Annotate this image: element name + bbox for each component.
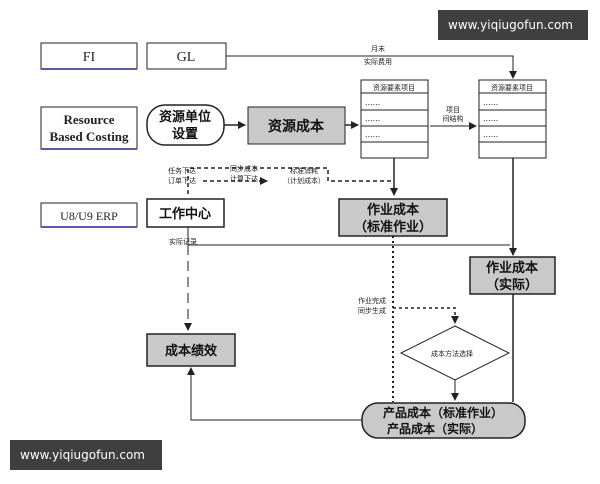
- work-center-box: 工作中心: [146, 198, 225, 228]
- std-consumption-line1: 标准消耗: [290, 166, 318, 175]
- resource-label-line2: Based Costing: [49, 129, 129, 144]
- task-issue-line1: 任务下达: [168, 166, 196, 175]
- resource-unit-line2: 设置: [172, 127, 198, 142]
- project-label-line1: 项目: [446, 106, 460, 114]
- product-cost-actual-label: 产品成本（实际）: [387, 421, 483, 436]
- activity-cost-standard-box: 作业成本 （标准作业）: [338, 198, 448, 237]
- resource-costing-box: Resource Based Costing: [40, 106, 138, 150]
- cost-performance-label: 成本绩效: [165, 343, 218, 359]
- arrow-product-to-performance: [187, 367, 362, 421]
- right-table-header: 资源要素项目: [491, 83, 533, 92]
- cost-method-diamond: 成本方法选择: [399, 325, 511, 381]
- resource-cost-box: 资源成本: [247, 106, 346, 145]
- product-cost-standard-label: 产品成本（标准作业）: [383, 405, 503, 420]
- activity-standard-line2: （标准作业）: [354, 219, 432, 235]
- fi-label: FI: [83, 50, 96, 65]
- resource-element-table-right: 资源要素项目 ...... ...... ......: [478, 79, 547, 159]
- resource-unit-box: 资源单位 设置: [146, 104, 225, 146]
- watermark-top-text: www.yiqiugofun.com: [448, 18, 573, 32]
- sync-cost-line1: 同步成本: [230, 164, 258, 173]
- work-center-label: 工作中心: [159, 206, 211, 222]
- resource-unit-line1: 资源单位: [159, 109, 211, 125]
- left-table-header: 资源要素项目: [373, 83, 415, 92]
- activity-actual-line2: （实际）: [486, 277, 538, 293]
- erp-box: U8/U9 ERP: [40, 202, 138, 228]
- dashed-connector-plan: [187, 167, 394, 194]
- erp-label: U8/U9 ERP: [60, 209, 118, 223]
- std-consumption-line2: （计划成本）: [283, 176, 325, 185]
- right-table-row: ......: [483, 98, 498, 107]
- sync-cost-line2: 计算下达: [230, 174, 258, 183]
- watermark-bottom-text: www.yiqiugofun.com: [20, 448, 145, 462]
- left-table-row: ......: [365, 114, 380, 123]
- activity-cost-actual-box: 作业成本 （实际）: [469, 256, 556, 295]
- cost-method-label: 成本方法选择: [431, 349, 473, 358]
- gl-box: GL: [146, 42, 227, 70]
- activity-done-line2: 同步生成: [358, 306, 386, 315]
- cost-performance-box: 成本绩效: [146, 333, 236, 367]
- resource-cost-label: 资源成本: [268, 118, 325, 135]
- watermark-top: www.yiqiugofun.com: [438, 10, 588, 40]
- fi-box: FI: [40, 42, 138, 70]
- right-table-row: ......: [483, 114, 498, 123]
- resource-label-line1: Resource: [63, 112, 114, 127]
- gl-label: GL: [177, 50, 196, 65]
- left-table-row: ......: [365, 98, 380, 107]
- arrow-done-to-method: [393, 307, 459, 324]
- left-table-row: ......: [365, 130, 380, 139]
- watermark-bottom: www.yiqiugofun.com: [10, 440, 162, 470]
- project-label-line2: 间结构: [443, 114, 464, 123]
- activity-done-line1: 作业完成: [358, 296, 386, 305]
- right-table-row: ......: [483, 130, 498, 139]
- arrow-gl-to-right-table: [226, 55, 517, 79]
- activity-standard-line1: 作业成本: [367, 202, 419, 218]
- activity-actual-line1: 作业成本: [486, 260, 538, 276]
- actual-record-label: 实际记录: [169, 237, 197, 246]
- task-issue-line2: 订单下达: [168, 176, 196, 185]
- product-cost-box: 产品成本（标准作业） 产品成本（实际）: [361, 402, 526, 439]
- resource-element-table-left: 资源要素项目 ...... ...... ......: [360, 79, 429, 159]
- month-end-line2: 实际费用: [364, 57, 392, 66]
- month-end-line1: 月末: [371, 44, 385, 53]
